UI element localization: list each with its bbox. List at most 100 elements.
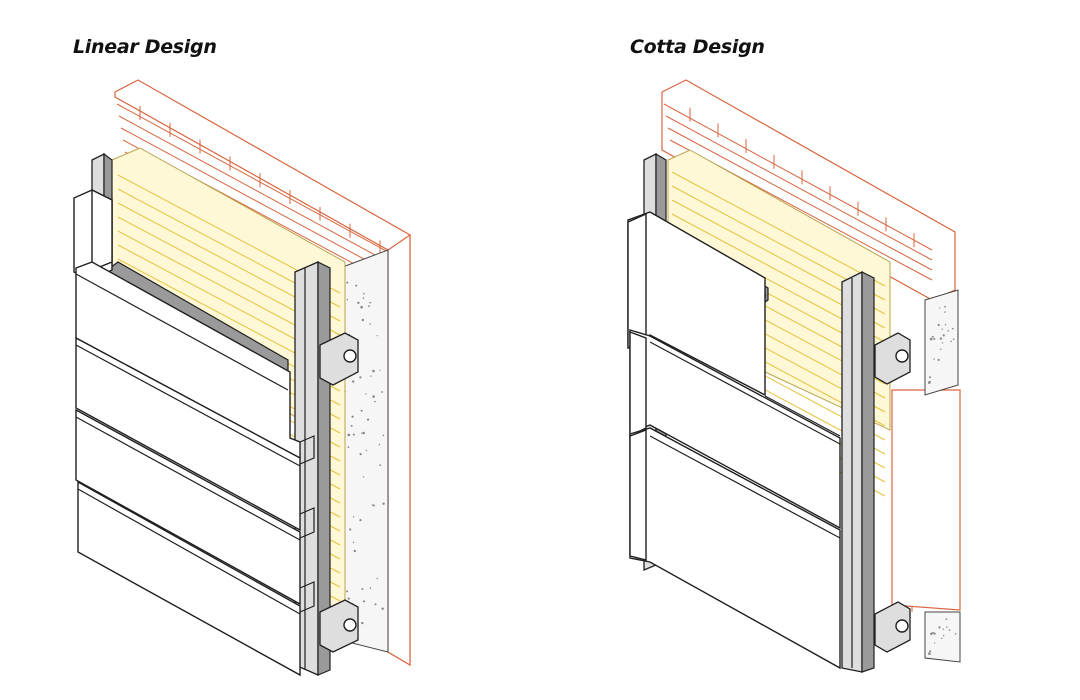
concrete-speck <box>362 431 365 435</box>
wall-bracket-top <box>319 332 359 386</box>
concrete-speck <box>381 391 384 393</box>
wall-bracket-top <box>874 332 911 385</box>
concrete-speck <box>951 327 954 330</box>
concrete-speck <box>943 634 945 637</box>
linear-panel-3 <box>75 408 301 606</box>
concrete-speck <box>372 369 375 373</box>
wall-bracket-bottom <box>874 601 911 653</box>
brick-course-line <box>665 115 933 261</box>
brick-course-line <box>667 127 933 271</box>
concrete-speck <box>369 323 371 325</box>
concrete-speck <box>929 650 932 653</box>
concrete-speck <box>944 311 946 313</box>
concrete-speck <box>929 337 933 341</box>
concrete-speck <box>933 338 936 340</box>
concrete-speck <box>945 618 948 620</box>
brick-wall <box>661 79 961 612</box>
concrete-speck <box>352 433 355 436</box>
concrete-speck <box>359 519 362 522</box>
concrete-speck <box>954 633 957 635</box>
concrete-speck <box>381 607 384 610</box>
concrete-speck <box>928 652 931 655</box>
brick-course-line <box>120 127 389 273</box>
concrete-speck <box>374 603 377 606</box>
vertical-support-rail <box>841 270 875 673</box>
top-cladding-panel <box>73 188 113 281</box>
concrete-speck <box>361 621 364 625</box>
linear-cladding-panels <box>75 261 315 677</box>
concrete-speck <box>379 369 381 371</box>
concrete-speck <box>361 432 363 435</box>
bracket-bolt-icon <box>895 619 909 633</box>
cotta-design-title: Cotta Design <box>630 36 765 58</box>
linear-panel-4 <box>77 480 301 677</box>
concrete-speck <box>939 337 943 340</box>
concrete-speck <box>379 464 382 466</box>
concrete-speck <box>374 400 376 403</box>
concrete-speck <box>931 335 934 338</box>
concrete-speck <box>937 358 940 361</box>
cotta-cladding-panels <box>627 211 841 670</box>
concrete-speck <box>359 376 362 379</box>
concrete-speck <box>933 642 936 644</box>
brick-course-line <box>118 115 389 263</box>
concrete-speck <box>347 433 351 437</box>
concrete-speck <box>349 528 352 531</box>
concrete-speck <box>941 637 943 640</box>
concrete-speck <box>932 631 935 634</box>
panel-clip <box>299 435 315 465</box>
concrete-speck <box>353 549 356 553</box>
concrete-speck <box>346 298 348 301</box>
concrete-speck <box>376 335 378 337</box>
brick-course-line <box>116 103 389 253</box>
concrete-speck <box>347 597 350 600</box>
concrete-speck <box>346 590 349 593</box>
brick-wall <box>114 79 411 667</box>
brick-wall-side <box>387 233 411 667</box>
concrete-speck <box>947 330 949 332</box>
concrete-speck <box>930 632 933 636</box>
concrete-speck <box>939 307 941 309</box>
concrete-speck <box>950 340 952 343</box>
concrete-speck <box>363 292 365 295</box>
concrete-speck <box>941 342 944 344</box>
concrete-slab-upper <box>924 289 959 396</box>
concrete-speck <box>944 305 946 308</box>
bracket-bolt-icon <box>895 349 909 363</box>
concrete-speck <box>372 395 375 398</box>
concrete-speck <box>365 449 368 452</box>
cotta-panel-bottom <box>629 427 841 670</box>
brick-course-line <box>663 103 933 251</box>
panel-clip <box>299 507 315 539</box>
concrete-speck <box>933 632 936 635</box>
cotta-panel-middle <box>629 329 841 530</box>
linear-design-drawing <box>73 79 411 677</box>
concrete-speck <box>362 476 365 478</box>
concrete-speck <box>351 415 354 418</box>
wall-bracket-bottom <box>319 599 359 653</box>
brick-wall-lower <box>891 389 961 611</box>
concrete-speck <box>929 380 931 383</box>
concrete-speck <box>369 301 372 304</box>
bracket-bolt-icon <box>343 349 357 363</box>
concrete-speck <box>362 600 366 603</box>
concrete-speck <box>361 318 364 322</box>
concrete-texture <box>928 305 957 655</box>
concrete-slab-lower <box>924 611 961 663</box>
concrete-speck <box>352 516 355 518</box>
concrete-speck <box>941 328 943 330</box>
concrete-speck <box>376 577 378 580</box>
concrete-speck <box>382 434 385 437</box>
concrete-speck <box>944 324 947 326</box>
concrete-speck <box>360 305 363 309</box>
concrete-speck <box>361 588 364 590</box>
concrete-speck <box>357 301 360 304</box>
concrete-speck <box>359 453 362 456</box>
concrete-speck <box>942 334 945 337</box>
linear-panel-2 <box>75 336 301 532</box>
concrete-speck <box>952 338 955 341</box>
concrete-speck <box>946 626 948 628</box>
concrete-speck <box>369 587 372 589</box>
concrete-speck <box>362 297 365 299</box>
concrete-speck <box>355 284 358 287</box>
